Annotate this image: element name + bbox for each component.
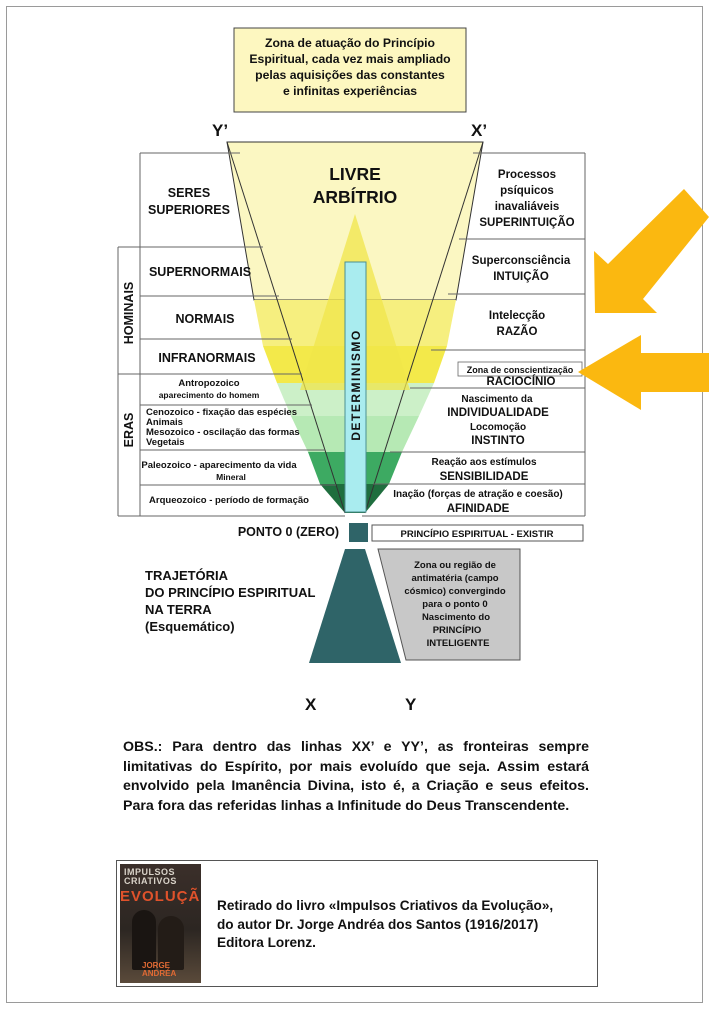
top-note-line-1: Zona de atuação do Princípio — [265, 36, 435, 50]
book-cover-top-2: CRIATIVOS — [124, 876, 177, 886]
source-text: Retirado do livro «Impulsos Criativos da… — [217, 897, 587, 953]
hominais-label: HOMINAIS — [122, 282, 136, 345]
ponto-zero-label: PONTO 0 (ZERO) — [238, 525, 339, 539]
zona-consc-box — [457, 361, 583, 377]
reacao-line-2: SENSIBILIDADE — [440, 471, 529, 483]
funnel-edge-right — [364, 141, 484, 514]
reacao-line-1: Reação aos estímulos — [431, 457, 536, 468]
book-cover-author-2: ANDRÉA — [142, 969, 177, 978]
supernormais-label: SUPERNORMAIS — [149, 265, 251, 279]
raciocinio-label: RACIOCÍNIO — [487, 375, 556, 388]
antropozoico-line-2: aparecimento do homem — [159, 390, 260, 400]
label-y-prime: Y’ — [212, 121, 228, 140]
seres-line-1: SERES — [168, 186, 210, 200]
trajetoria-line-1: TRAJETÓRIA — [145, 568, 229, 583]
normais-label: NORMAIS — [175, 312, 234, 326]
nascimento-line-2: INDIVIDUALIDADE — [447, 407, 549, 419]
arqueozoico-label: Arqueozoico - período de formação — [149, 495, 309, 506]
right-column — [362, 152, 586, 517]
livre-line-2: ARBÍTRIO — [313, 186, 398, 207]
trajetoria-line-2: DO PRINCÍPIO ESPIRITUAL — [145, 585, 316, 600]
zona-consc-label: Zona de conscientização — [467, 365, 574, 375]
arrow-upper — [594, 189, 709, 313]
mesozoico-line-1: Mesozoico - oscilação das formas — [146, 427, 300, 438]
source-box: IMPULSOS CRIATIVOS EVOLUÇÃO JORGE ANDRÉA… — [116, 860, 598, 987]
determinismo-bar — [344, 261, 367, 513]
ponto-zero-square — [349, 523, 368, 542]
lower-trapezoid — [309, 549, 401, 663]
antimateria-line-5: Nascimento do — [422, 612, 490, 623]
book-cover-title: EVOLUÇÃO — [120, 888, 201, 905]
source-line-3: Editora Lorenz. — [217, 935, 316, 950]
antimateria-box — [377, 548, 521, 661]
intelecao-line-1: Intelecção — [489, 310, 545, 322]
antimateria-line-4: para o ponto 0 — [422, 599, 487, 610]
superconsciencia-line-2: INTUIÇÃO — [493, 270, 549, 283]
left-column — [117, 152, 345, 517]
processos-line-2: psíquicos — [500, 185, 554, 197]
funnel-edge-left — [226, 141, 346, 514]
infranormais-label: INFRANORMAIS — [158, 351, 255, 365]
seres-line-2: SUPERIORES — [148, 203, 230, 217]
trajetoria-line-3: NA TERRA — [145, 602, 212, 617]
processos-line-4: SUPERINTUIÇÃO — [479, 216, 574, 229]
source-line-1: Retirado do livro «Impulsos Criativos da… — [217, 898, 554, 913]
obs-paragraph: OBS.: Para dentro das linhas XX’ e YY’, … — [123, 739, 589, 814]
processos-line-3: inavaliáveis — [495, 201, 560, 213]
top-note-line-4: e infinitas experiências — [283, 84, 417, 98]
antimateria-line-2: antimatéria (campo — [411, 573, 498, 584]
antimateria-line-3: cósmico) convergindo — [404, 586, 506, 597]
cenozoico-line-1: Cenozoico - fixação das espécies — [146, 407, 297, 418]
antimateria-line-7: INTELIGENTE — [427, 638, 490, 649]
book-cover-figure-1 — [132, 910, 156, 970]
book-cover-author-1: JORGE — [142, 961, 171, 970]
superconsciencia-line-1: Superconsciência — [472, 255, 571, 267]
book-cover-subtitle: IMPULSOS CRIATIVOS — [124, 868, 177, 886]
paleozoico-line-1: Paleozoico - aparecimento da vida — [141, 460, 297, 471]
source-line-2: do autor Dr. Jorge Andréa dos Santos (19… — [217, 916, 539, 932]
inacao-line-1: Inação (forças de atração e coesão) — [393, 489, 563, 500]
top-note-box — [233, 27, 467, 113]
book-cover-figure-2 — [158, 916, 184, 970]
nascimento-line-1: Nascimento da — [461, 394, 533, 405]
paleozoico-line-2: Mineral — [216, 472, 246, 482]
top-note-line-2: Espiritual, cada vez mais ampliado — [249, 52, 450, 66]
book-cover-top-1: IMPULSOS — [124, 867, 176, 877]
inacao-line-2: AFINIDADE — [447, 503, 510, 515]
book-cover-image: IMPULSOS CRIATIVOS EVOLUÇÃO JORGE ANDRÉA — [120, 864, 201, 983]
top-note-line-3: pelas aquisições das constantes — [255, 68, 445, 82]
livre-line-1: LIVRE — [329, 164, 381, 184]
book-cover-author: JORGE ANDRÉA — [142, 962, 176, 978]
intelecao-line-2: RAZÃO — [497, 325, 538, 338]
arrow-lower — [578, 335, 709, 410]
mesozoico-line-2: Vegetais — [146, 437, 185, 448]
cenozoico-line-2: Animais — [146, 417, 183, 428]
label-y: Y — [405, 695, 417, 714]
principio-existir-label: PRINCÍPIO ESPIRITUAL - EXISTIR — [401, 529, 554, 540]
principio-existir-box — [371, 524, 584, 542]
eras-label: ERAS — [122, 413, 136, 448]
determinismo-label: DETERMINISMO — [349, 329, 363, 440]
trajetoria-line-4: (Esquemático) — [145, 619, 235, 634]
processos-line-1: Processos — [498, 169, 556, 181]
page-frame — [6, 6, 703, 1003]
antimateria-line-6: PRINCÍPIO — [433, 625, 482, 636]
label-x: X — [305, 695, 317, 714]
label-x-prime: X’ — [471, 121, 487, 140]
antropozoico-line-1: Antropozoico — [178, 378, 239, 389]
instinto-label: INSTINTO — [471, 435, 525, 447]
locomocao-label: Locomoção — [470, 422, 526, 433]
antimateria-line-1: Zona ou região de — [414, 560, 496, 571]
